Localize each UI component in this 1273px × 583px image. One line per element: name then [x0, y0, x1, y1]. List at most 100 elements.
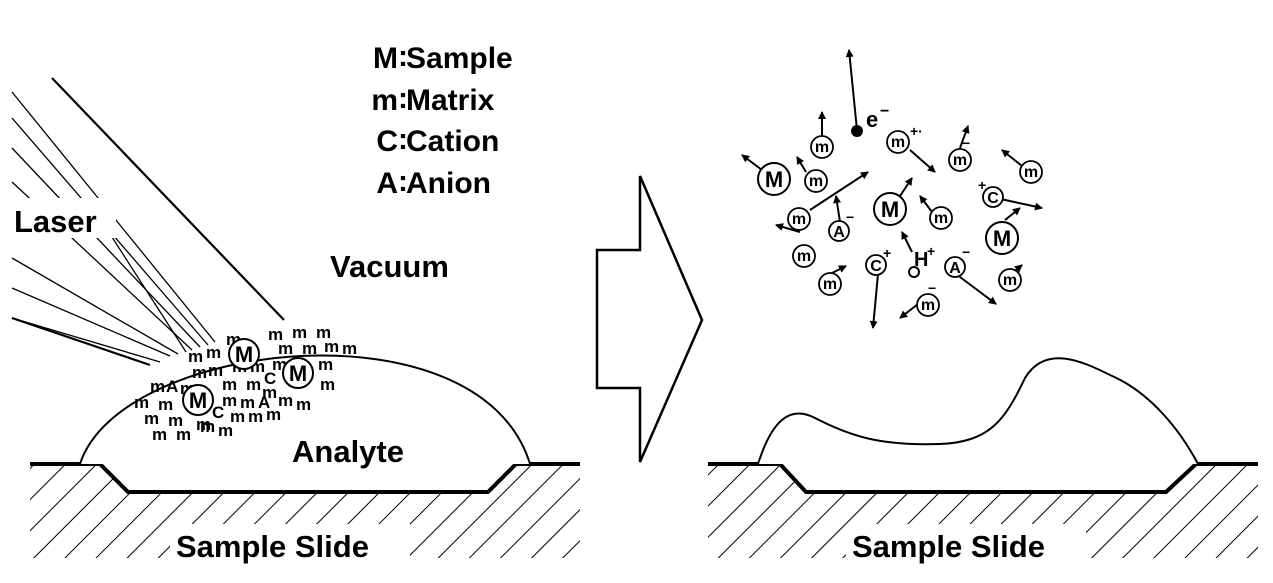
proton-label: H: [914, 249, 928, 271]
matrix-glyph: m: [168, 411, 183, 430]
legend-text-cation: Cation: [406, 125, 499, 158]
sample-slide-label-right: Sample Slide: [852, 529, 1045, 564]
matrix-glyph: m: [150, 377, 165, 396]
svg-text:m: m: [1003, 272, 1017, 289]
matrix-glyph: m: [278, 339, 293, 358]
electron-label: e: [866, 107, 878, 132]
svg-text:−: −: [846, 209, 854, 225]
plume-matrix: m m m m m m m m m m m: [787, 130, 1043, 317]
sample-slide-label-left: Sample Slide: [176, 529, 369, 564]
matrix-glyph: m: [188, 347, 203, 366]
svg-text:−: −: [880, 103, 889, 120]
legend-symbol-sample: M: [373, 42, 398, 75]
svg-text:+: +: [927, 243, 935, 259]
anion-glyph: A: [166, 377, 178, 396]
legend-text-matrix: Matrix: [406, 84, 495, 117]
svg-text:m: m: [797, 248, 811, 265]
cation-glyph: C: [212, 403, 224, 422]
matrix-glyph: m: [278, 391, 293, 410]
matrix-glyph: m: [222, 391, 237, 410]
svg-text:−: −: [928, 280, 936, 296]
matrix-glyph: m: [296, 395, 311, 414]
matrix-glyph: m: [318, 355, 333, 374]
matrix-glyph: m: [262, 383, 277, 402]
svg-text::: :: [398, 40, 408, 73]
matrix-glyph: m: [320, 375, 335, 394]
laser-beam: [11, 77, 285, 367]
sample-slide-right: [708, 464, 1258, 558]
svg-text::: :: [398, 123, 408, 156]
matrix-glyph: m: [248, 407, 263, 426]
matrix-glyph: m: [246, 375, 261, 394]
svg-text:−: −: [962, 135, 970, 151]
matrix-glyph: m: [230, 407, 245, 426]
matrix-glyph: m: [316, 323, 331, 342]
matrix-glyph: m: [240, 393, 255, 412]
matrix-glyph: m: [218, 421, 233, 440]
svg-text:m: m: [792, 211, 806, 228]
matrix-glyph: m: [206, 343, 221, 362]
laser-label: Laser: [14, 204, 97, 239]
svg-text::: :: [398, 165, 408, 198]
svg-text:m: m: [953, 152, 967, 169]
sample-glyph: M: [289, 361, 307, 386]
plume-samples: M M M: [757, 162, 1019, 255]
sample-glyph: M: [765, 167, 783, 192]
sample-glyph: M: [235, 342, 253, 367]
matrix-glyph: m: [144, 409, 159, 428]
matrix-glyph: m: [266, 405, 281, 424]
cation-glyph: C: [987, 190, 999, 207]
matrix-glyph: m: [208, 361, 223, 380]
svg-text:+: +: [978, 177, 986, 193]
matrix-glyph: m: [222, 375, 237, 394]
proton-dot: [908, 266, 920, 278]
plume-arrows: [741, 49, 1043, 329]
matrix-glyph: m: [134, 393, 149, 412]
vacuum-label: Vacuum: [330, 249, 449, 284]
matrix-glyph: m: [324, 337, 339, 356]
legend-symbol-cation: C: [376, 125, 398, 158]
matrix-glyph: m: [176, 425, 191, 444]
cation-glyph: C: [870, 258, 882, 275]
svg-text:m: m: [934, 210, 948, 227]
svg-text:−: −: [962, 244, 970, 260]
matrix-glyph: m: [268, 325, 283, 344]
analyte-label: Analyte: [292, 434, 404, 469]
right-panel: Sample Slide e −: [708, 49, 1258, 564]
legend-text-anion: Anion: [406, 167, 491, 200]
matrix-glyph: m: [342, 339, 357, 358]
process-arrow: [595, 175, 704, 463]
svg-text:+: +: [883, 245, 891, 261]
svg-text:m: m: [921, 297, 935, 314]
svg-text:+·: +·: [910, 123, 923, 139]
ablated-residue: [757, 357, 1199, 465]
matrix-glyph: m: [200, 417, 215, 436]
matrix-glyph: m: [192, 363, 207, 382]
svg-text:m: m: [1024, 164, 1038, 181]
sample-glyph: M: [993, 226, 1011, 251]
anion-glyph: A: [949, 260, 961, 277]
matrix-glyph: m: [196, 415, 211, 434]
legend-symbol-anion: A: [376, 167, 398, 200]
sample-circle: [228, 338, 260, 370]
plume-ions: A − A − C + C + +· − −: [828, 123, 1004, 296]
svg-text:m: m: [809, 173, 823, 190]
matrix-glyph: m: [152, 425, 167, 444]
sample-slide-left: [30, 464, 580, 558]
svg-text::: :: [398, 82, 408, 115]
svg-text:m: m: [815, 139, 829, 156]
left-panel: m m m m m m m m m m m m m m m m C m m m …: [11, 40, 580, 564]
matrix-glyph: m: [302, 339, 317, 358]
legend-symbol-matrix: m: [371, 84, 398, 117]
matrix-glyph: m: [292, 323, 307, 342]
svg-text:m: m: [823, 276, 837, 293]
svg-text:m: m: [891, 134, 905, 151]
sample-circle: [282, 357, 314, 389]
sample-glyph: M: [881, 197, 899, 222]
legend: M : Sample m : Matrix C : Cation A : Ani…: [371, 40, 512, 200]
sample-glyph: M: [189, 388, 207, 413]
matrix-glyph: m: [158, 395, 173, 414]
analyte-cluster: m m m m m m m m m m m m m m m m C m m m …: [134, 323, 357, 444]
